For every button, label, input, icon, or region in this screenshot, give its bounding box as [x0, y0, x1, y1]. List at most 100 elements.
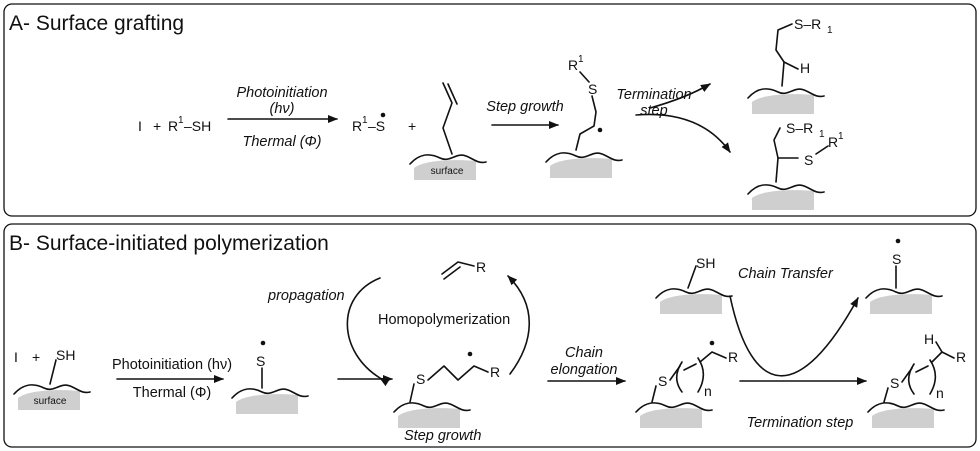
chain-elongation-2: elongation [551, 362, 618, 378]
radical-dot [380, 112, 386, 118]
thiol-sh: –SH [184, 118, 211, 134]
product-1-h-bond [783, 61, 799, 70]
elongated-surface [635, 401, 713, 429]
intermediate-surface [545, 151, 623, 179]
tp-bond-1 [883, 387, 889, 403]
monomer-double-bond [443, 266, 461, 280]
plus-sign: + [153, 118, 161, 134]
el-radical-dot [709, 340, 715, 346]
panel-a-title: A- Surface grafting [9, 12, 184, 35]
el-bracket-right [697, 357, 705, 393]
sg-radical-dot [467, 351, 473, 357]
ct-radical-dot [895, 238, 901, 244]
product-2-chain [773, 127, 781, 183]
sg-bond-1 [409, 383, 415, 403]
product-2-s: S [804, 152, 813, 168]
el-bond-1 [651, 385, 657, 403]
termination-label-1: Termination [616, 87, 691, 103]
product-1-chain [775, 23, 793, 87]
arrow-label-thermal: Thermal (Φ) [243, 134, 322, 150]
vinyl-group [442, 82, 453, 155]
product-1-sub: 1 [827, 25, 833, 36]
terminated-surface [867, 401, 945, 429]
el-s: S [658, 373, 667, 389]
intermediate-radical-dot [597, 127, 603, 133]
chain-transfer-label: Chain Transfer [738, 266, 834, 282]
ct-sh: SH [696, 255, 715, 271]
initiator-b: I [14, 349, 18, 365]
chain-transfer-arrow [729, 295, 859, 377]
panel-surface-initiated-polymerization: B- Surface-initiated polymerization I + … [3, 223, 977, 448]
arrow-b-bottom: Thermal (Φ) [133, 385, 211, 401]
surface-label-a: surface [431, 166, 464, 177]
el-n: n [704, 383, 712, 399]
intermediate-s-r-bond [579, 71, 590, 83]
tp-s: S [890, 375, 899, 391]
product-2-r: R [828, 134, 838, 150]
thiyl-s-b: S [256, 353, 265, 369]
radical-sup: 1 [362, 115, 368, 126]
product-2-r-sup: 1 [838, 131, 844, 142]
el-r: R [728, 349, 738, 365]
cycle-left-arc [346, 277, 390, 387]
el-bracket-left [675, 361, 683, 393]
arrow-b-top: Photoinitiation (hν) [112, 357, 232, 373]
step-growth-surface-b [393, 401, 471, 429]
product-2-s-r-bond [815, 145, 829, 155]
tp-repeat-bond [915, 365, 929, 373]
product-2-sr: S–R [786, 120, 813, 136]
tp-h: H [924, 331, 934, 347]
product-1-h: H [800, 60, 810, 76]
initiator-label: I [138, 118, 142, 134]
radical-r: R [352, 118, 362, 134]
panel-b-frame [3, 223, 977, 448]
ct-radical-surface [865, 287, 943, 315]
tp-n: n [936, 385, 944, 401]
arrow-label-photoinitiation: Photoinitiation [236, 85, 327, 101]
thiol-sh-b: SH [56, 347, 75, 363]
thiol-bond-b [49, 359, 57, 385]
termination-label-2: step [640, 103, 667, 119]
surface-label-b: surface [34, 396, 67, 407]
el-repeat-bond [683, 363, 697, 371]
tp-bracket-left [907, 363, 915, 395]
termination-label-b: Termination step [747, 415, 854, 431]
product-2-sub: 1 [819, 129, 825, 140]
propagation-label: propagation [267, 288, 345, 304]
tp-end-chain [931, 351, 955, 363]
ct-thiol-surface [655, 287, 733, 315]
tp-h-bond [935, 341, 943, 353]
arrow-label-hv: (hν) [270, 101, 295, 117]
sg-r: R [490, 364, 500, 380]
vinyl-double-bond [447, 83, 458, 105]
cycle-right-arc [507, 275, 530, 375]
intermediate-chain [575, 95, 597, 151]
thiyl-surface-b [231, 387, 309, 415]
tp-r: R [956, 349, 966, 365]
chain-elongation-1: Chain [565, 345, 603, 361]
thiol-r: R [168, 118, 178, 134]
ct-thiol-bond [687, 265, 697, 289]
plus-b: + [32, 349, 40, 365]
thiyl-dot-b [260, 340, 266, 346]
tp-bracket-right [929, 359, 937, 395]
sg-chain [427, 365, 489, 381]
plus-sign-2: + [408, 118, 416, 134]
ct-radical-s: S [892, 251, 901, 267]
product-1-surface [747, 87, 825, 115]
el-end-chain [699, 351, 727, 363]
monomer-vinyl [441, 261, 475, 275]
radical-s: –S [368, 118, 385, 134]
sg-s: S [416, 371, 425, 387]
product-1-sr: S–R [794, 16, 821, 32]
intermediate-s: S [588, 81, 597, 97]
panel-surface-grafting: A- Surface grafting I + R 1 –SH Photoini… [3, 3, 977, 217]
panel-a-frame [3, 3, 977, 217]
step-growth-label-a: Step growth [486, 99, 563, 115]
thiol-sup: 1 [178, 115, 184, 126]
panel-b-title: B- Surface-initiated polymerization [9, 232, 329, 255]
monomer-r: R [476, 259, 486, 275]
termination-arrow-up [649, 83, 711, 109]
intermediate-r: R [568, 57, 578, 73]
